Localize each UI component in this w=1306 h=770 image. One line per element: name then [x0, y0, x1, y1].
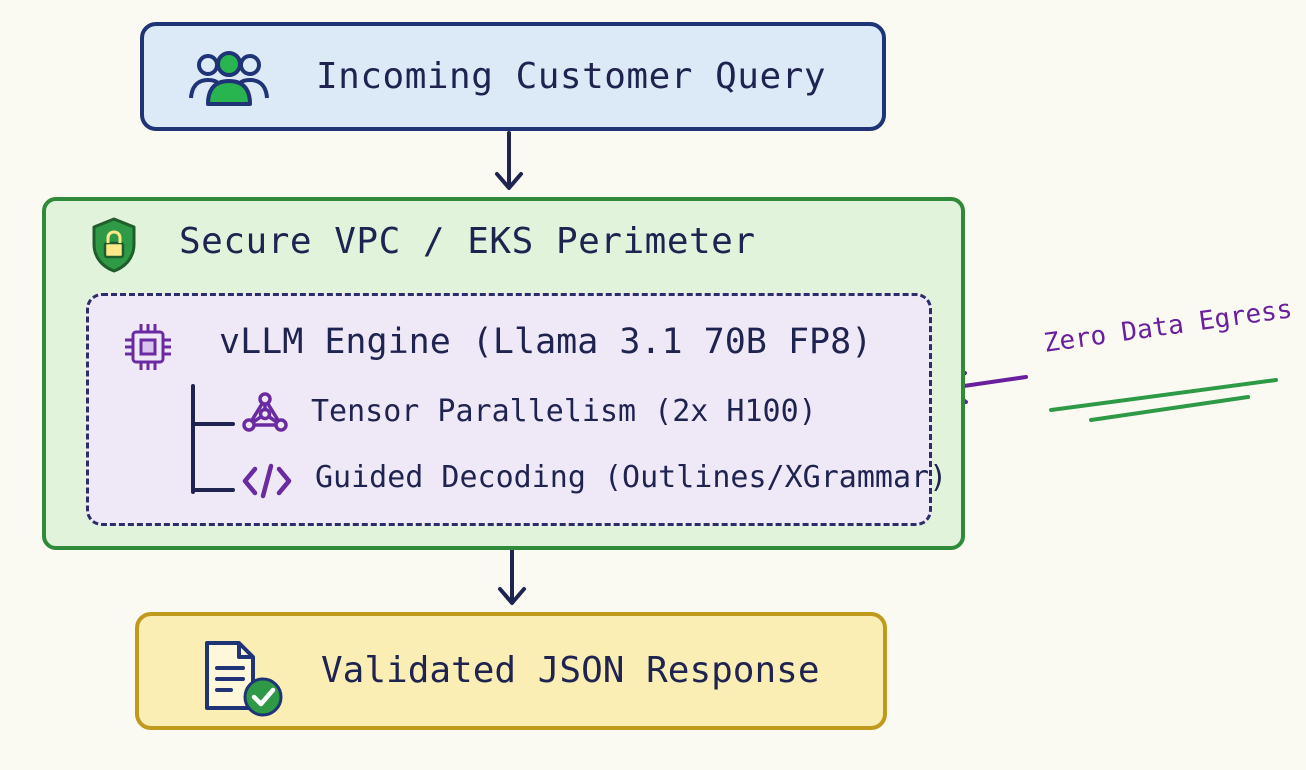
egress-underline-2: [1089, 395, 1250, 422]
engine-label: vLLM Engine (Llama 3.1 70B FP8): [219, 322, 873, 362]
tensor-parallelism-label: Tensor Parallelism (2x H100): [311, 394, 817, 429]
network-graph-icon: [242, 392, 288, 432]
code-icon: [242, 463, 292, 499]
perimeter-label: Secure VPC / EKS Perimeter: [179, 221, 756, 262]
chip-icon: [125, 324, 171, 370]
incoming-query-node: Incoming Customer Query: [140, 22, 886, 131]
egress-underline-1: [1049, 378, 1278, 412]
json-response-node: Validated JSON Response: [135, 612, 887, 730]
arrowhead-perimeter-to-response: [498, 587, 526, 605]
zero-egress-annotation: Zero Data Egress: [1041, 294, 1295, 359]
shield-lock-icon: [92, 217, 136, 273]
users-icon: [189, 51, 269, 106]
response-label: Validated JSON Response: [321, 650, 820, 691]
incoming-query-label: Incoming Customer Query: [316, 56, 826, 97]
secure-perimeter-node: Secure VPC / EKS Perimeter vLLM Engine (…: [42, 197, 965, 550]
document-check-icon: [205, 641, 283, 717]
vllm-engine-node: vLLM Engine (Llama 3.1 70B FP8) Tensor P…: [86, 293, 947, 526]
arrowhead-query-to-perimeter: [495, 172, 523, 190]
tree-connector: [191, 384, 235, 494]
guided-decoding-label: Guided Decoding (Outlines/XGrammar): [315, 460, 948, 495]
